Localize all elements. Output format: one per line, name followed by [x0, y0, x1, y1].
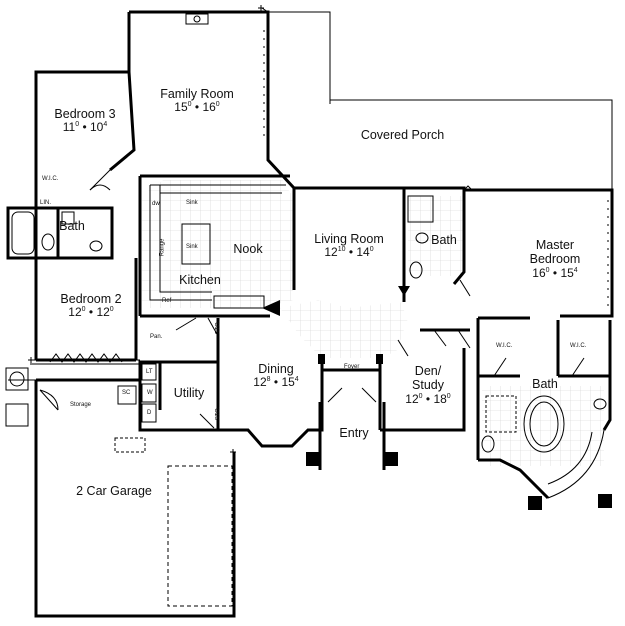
bath-master-label: Bath — [532, 377, 558, 391]
corner-markers — [28, 5, 264, 455]
living-room-label: Living Room 1210 • 140 — [304, 232, 394, 260]
living-room-name: Living Room — [314, 232, 384, 246]
family-room-name: Family Room — [160, 87, 234, 101]
covered-porch-label: Covered Porch — [360, 128, 445, 142]
thin-lines — [5, 7, 613, 607]
columns — [262, 286, 612, 510]
utility-label: Utility — [173, 386, 205, 400]
bedroom2-label: Bedroom 2 120 • 120 — [50, 292, 132, 320]
den-study-dimensions: 120 • 180 — [405, 391, 451, 406]
bedroom2-dimensions: 120 • 120 — [68, 305, 114, 320]
living-room-dimensions: 1210 • 140 — [324, 245, 374, 260]
den-study-name-2: Study — [412, 378, 444, 393]
dryer-label: D — [147, 410, 152, 416]
master-bedroom-name-1: Master — [535, 238, 575, 252]
den-study-name-1: Den/ — [414, 364, 442, 378]
bedroom3-name: Bedroom 3 — [54, 107, 116, 121]
foyer-label: Foyer — [344, 364, 360, 370]
wic-left-label: W.I.C. — [42, 176, 59, 182]
master-bedroom-name-2: Bedroom — [529, 252, 581, 267]
bedroom2-name: Bedroom 2 — [60, 292, 122, 306]
sink-island-label: Sink — [186, 244, 198, 250]
family-room-label: Family Room 150 • 160 — [152, 87, 242, 115]
dining-name: Dining — [258, 362, 294, 376]
garage-label: 2 Car Garage — [76, 484, 152, 498]
entry-label: Entry — [339, 426, 369, 440]
tiled-floors — [142, 180, 604, 466]
bath-mid-label: Bath — [431, 233, 457, 247]
nook-label: Nook — [233, 242, 263, 256]
den-study-label: Den/ Study 120 • 180 — [396, 364, 460, 407]
sc-label: SC — [122, 390, 131, 396]
master-bedroom-dimensions: 160 • 154 — [532, 265, 578, 280]
dining-dimensions: 128 • 154 — [253, 375, 299, 390]
ref-label: Ref — [162, 298, 172, 304]
lin-label: LIN. — [40, 200, 52, 206]
storage-closet-1-label: STO. — [215, 320, 222, 335]
wic-master1-label: W.I.C. — [496, 343, 513, 349]
dishwasher-label: dw — [152, 201, 160, 207]
pantry-label: Pan. — [150, 334, 163, 340]
bath-left-label: Bath — [59, 219, 85, 233]
family-room-dimensions: 150 • 160 — [174, 100, 220, 115]
dining-label: Dining 128 • 154 — [238, 362, 314, 390]
range-label: Range — [159, 238, 166, 257]
bedroom3-dimensions: 110 • 104 — [62, 120, 108, 135]
storage-closet-2-label: STO. — [215, 406, 222, 421]
bedroom3-label: Bedroom 3 110 • 104 — [46, 107, 124, 135]
wic-master2-label: W.I.C. — [570, 343, 587, 349]
walls — [6, 10, 614, 618]
kitchen-label: Kitchen — [179, 273, 221, 287]
storage-label: Storage — [70, 402, 92, 408]
washer-label: W — [147, 390, 153, 396]
lt-label: LT — [146, 369, 153, 375]
master-bedroom-label: Master Bedroom 160 • 154 — [512, 238, 598, 281]
sink-top-label: Sink — [186, 200, 198, 206]
